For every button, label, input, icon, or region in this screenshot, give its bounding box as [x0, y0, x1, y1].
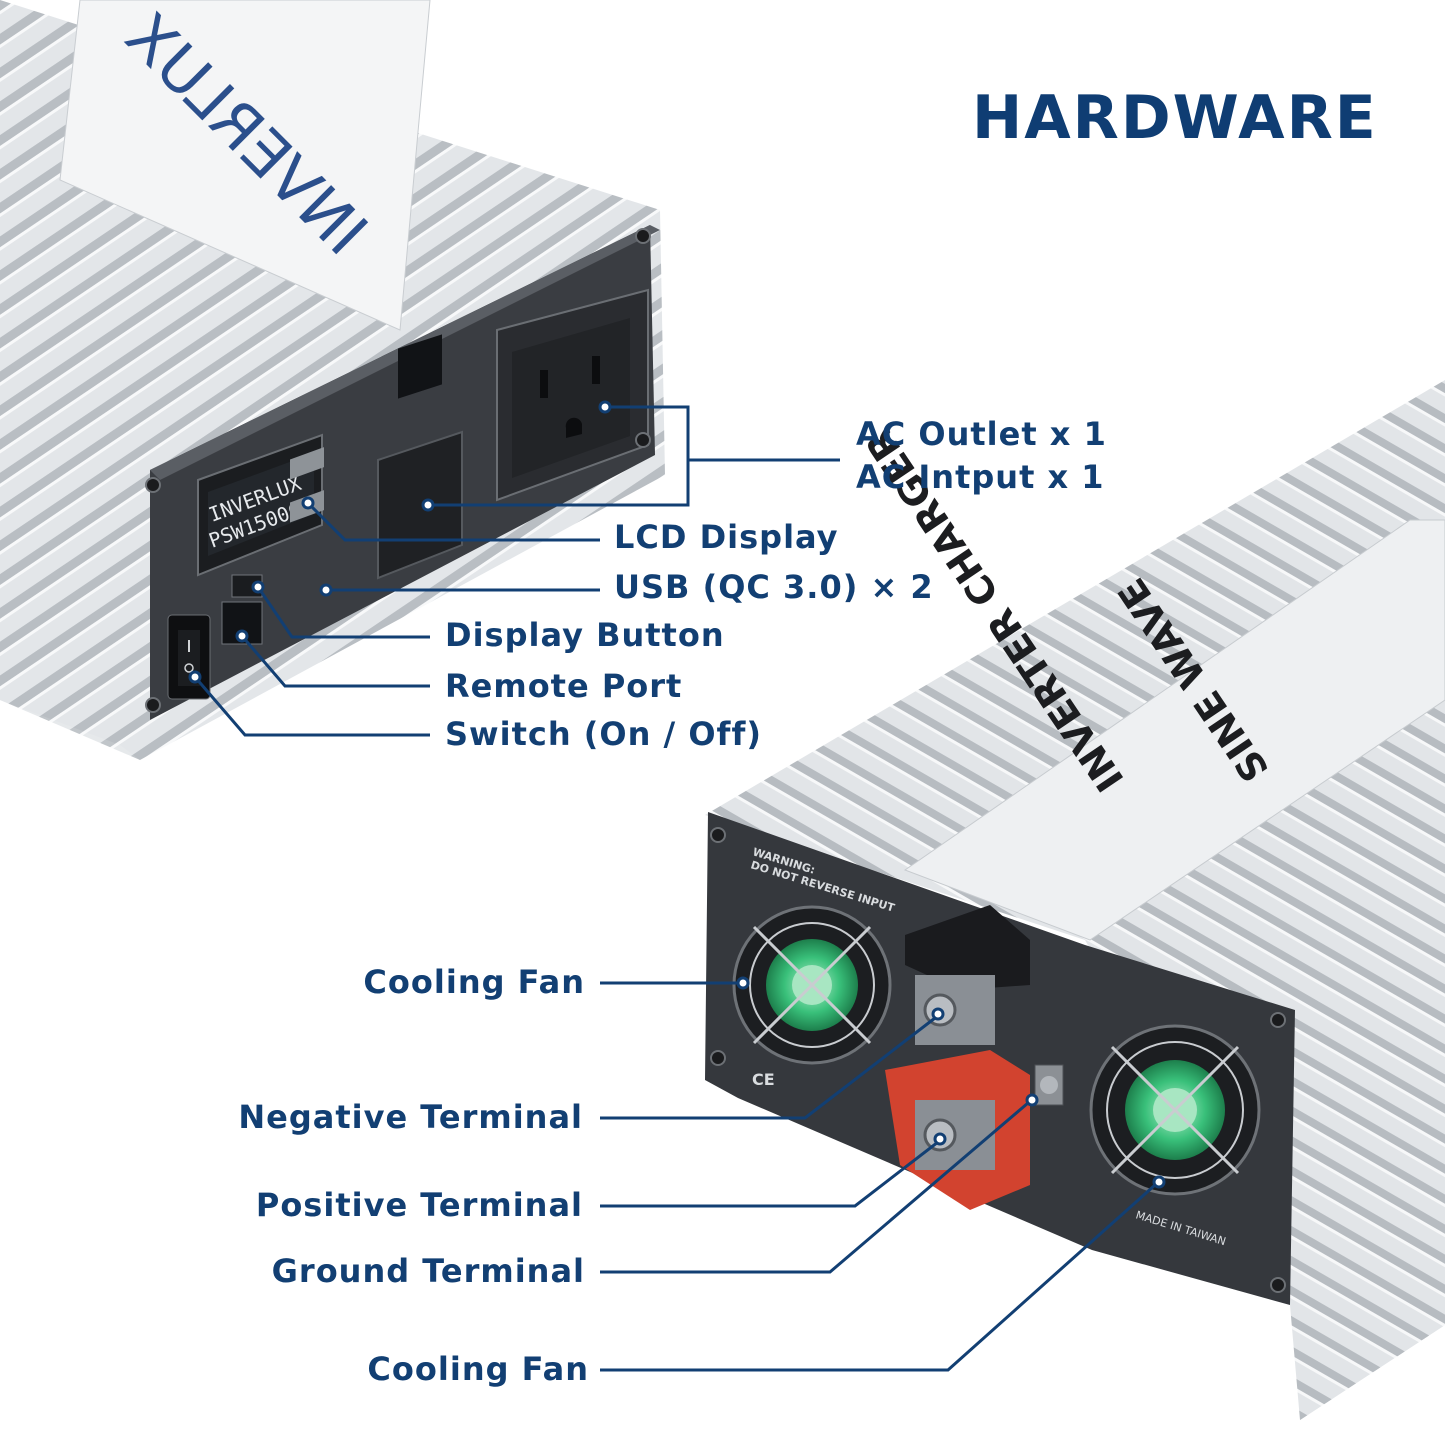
leader-ac-dot-2	[421, 498, 435, 512]
label-ac-outlet: AC Outlet x 1	[856, 415, 1107, 453]
leader-ground	[600, 1101, 1029, 1274]
label-cooling-fan-1: Cooling Fan	[363, 963, 585, 1001]
leader-display-button	[256, 586, 430, 639]
bottom-inverter-side	[1300, 860, 1445, 1420]
leader-lcd	[306, 501, 600, 542]
leader-lcd-dot	[301, 496, 315, 510]
cooling-fan-left	[732, 905, 892, 1065]
top-inverter: INVERLUX INVERLUX PSW1500C	[0, 0, 665, 760]
leader-lines	[188, 400, 1166, 1372]
label-display-button: Display Button	[445, 616, 725, 654]
leader-switch	[193, 676, 430, 737]
label-remote-port: Remote Port	[445, 667, 683, 705]
leader-cooling-fan-2	[600, 1183, 1156, 1372]
lcd-display: INVERLUX PSW1500C	[197, 433, 323, 577]
bottom-panel-screws	[710, 827, 1286, 1293]
label-switch: Switch (On / Off)	[445, 715, 763, 753]
label-ground-terminal: Ground Terminal	[271, 1252, 585, 1290]
label-cooling-fan-2: Cooling Fan	[367, 1350, 589, 1388]
top-inverter-brand-plate	[59, 0, 431, 331]
top-inverter-lower-fins	[0, 380, 140, 760]
leader-display-button-dot	[251, 580, 265, 594]
leader-remote-port-dot	[235, 629, 249, 643]
leader-cooling-fan-1-dot	[736, 976, 750, 990]
bottom-inverter: INVERTER CHARGER SINE WAVE WARNING: DO N…	[705, 380, 1445, 1420]
ac-outlet	[496, 288, 649, 502]
label-negative-terminal: Negative Terminal	[238, 1098, 583, 1136]
ground-terminal	[1034, 1064, 1064, 1106]
leader-negative-dot	[931, 1007, 945, 1021]
leader-positive	[600, 1140, 939, 1208]
leader-negative	[600, 1016, 936, 1120]
label-positive-terminal: Positive Terminal	[255, 1186, 583, 1224]
top-panel-screws	[145, 228, 651, 713]
negative-terminal-block	[905, 905, 1030, 1045]
leader-cooling-fan-2-dot	[1152, 1175, 1166, 1189]
leader-positive-dot	[933, 1132, 947, 1146]
label-lcd-display: LCD Display	[614, 518, 839, 556]
page-title: HARDWARE	[972, 83, 1378, 153]
label-ac-input: AC Intput x 1	[856, 458, 1105, 496]
leader-ground-dot	[1025, 1093, 1039, 1107]
ce-mark: CE	[752, 1070, 775, 1089]
bottom-inverter-label-plate	[903, 519, 1445, 941]
leader-switch-dot	[188, 670, 202, 684]
cooling-fan-right	[1089, 1024, 1261, 1196]
leader-ac-dot-1	[598, 400, 612, 414]
leader-remote-port	[240, 635, 430, 688]
leader-ac	[428, 405, 840, 507]
label-usb: USB (QC 3.0) × 2	[614, 568, 934, 606]
leader-usb-dot	[319, 583, 333, 597]
positive-terminal-block	[885, 1050, 1030, 1210]
